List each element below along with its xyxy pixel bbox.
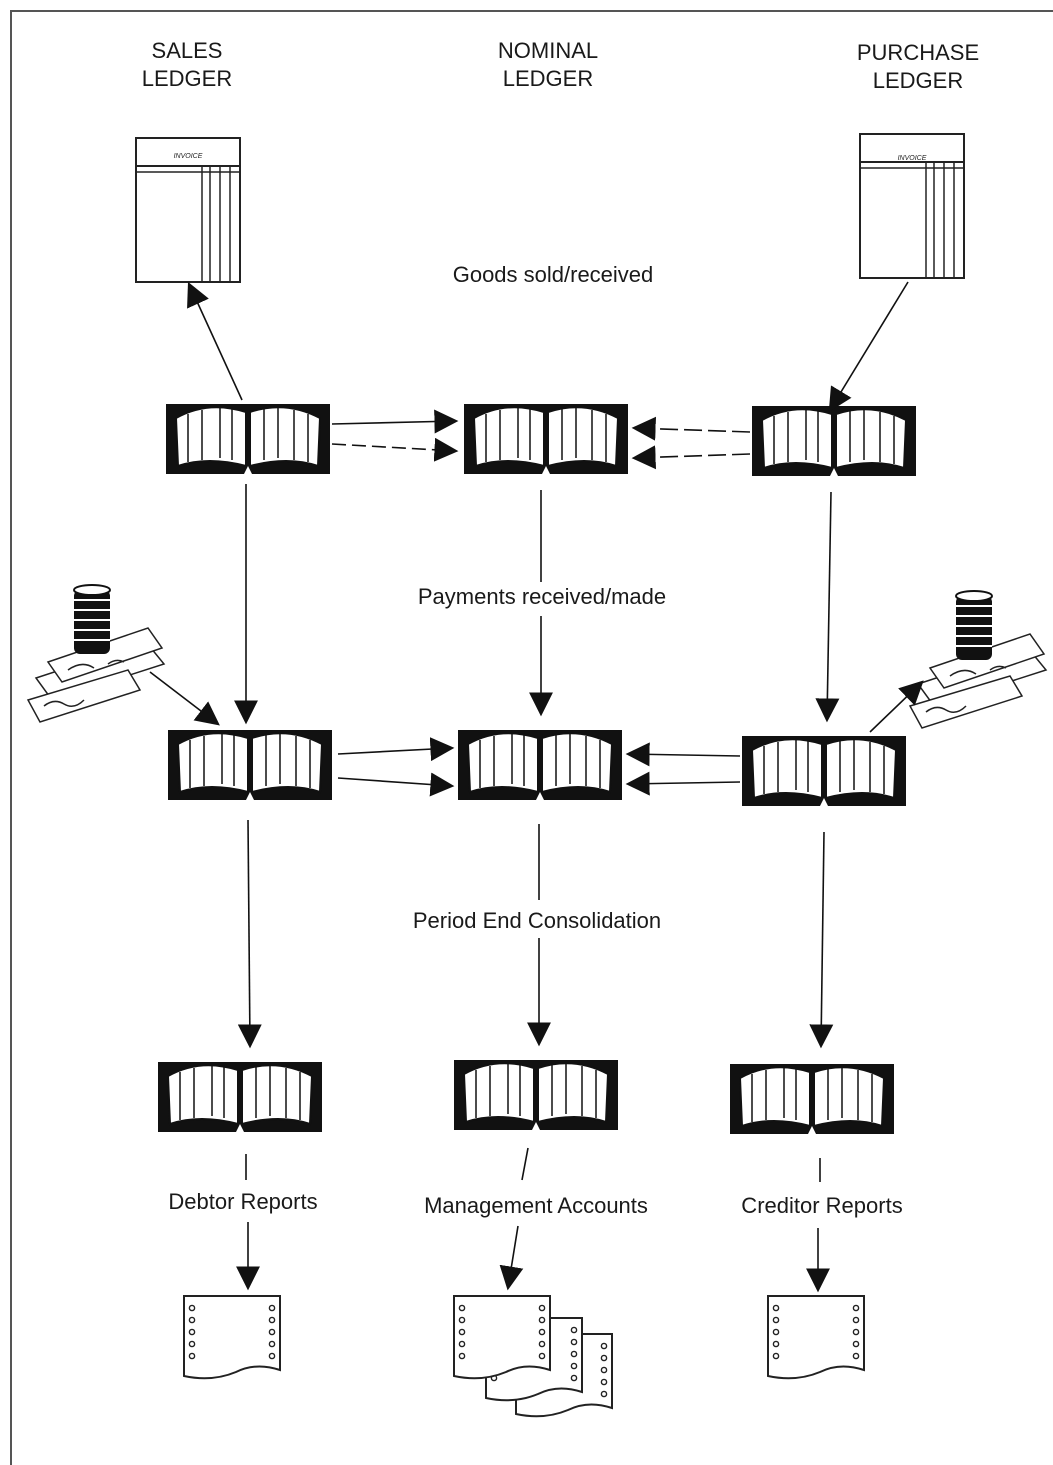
diagram-frame (10, 10, 1053, 1465)
debtor-ledger-book-icon (156, 1060, 324, 1134)
nominal-header-line2: LEDGER (502, 66, 594, 91)
purchase-ledger-header: PURCHASE LEDGER (857, 39, 979, 95)
cash-out-arrow (869, 680, 924, 733)
purchase-ledger-book-icon (750, 404, 918, 478)
purchase-invoice-arrow (828, 281, 909, 413)
nominal-header-line1: NOMINAL (497, 38, 599, 63)
purchase-to-nominal-arrow-1 (631, 416, 751, 441)
creditor-reports-label: Creditor Reports (741, 1193, 903, 1218)
cash-paid-icon (909, 590, 1047, 729)
purchase-header-line1: PURCHASE (856, 40, 980, 65)
goods-sold-received-label: Goods sold/received (452, 262, 654, 287)
purchase-header-line2: LEDGER (872, 68, 964, 93)
nominal-payments-book-icon (456, 728, 624, 802)
sales-ledger-header: SALES LEDGER (142, 37, 232, 93)
sales-header-line1: SALES (151, 38, 223, 63)
sales-down-arrow-2 (237, 819, 262, 1049)
purchase-to-nominal-payments-arrow-1 (625, 742, 741, 767)
purchase-payments-book-icon (740, 734, 908, 808)
sales-invoice-label: INVOICE (174, 153, 203, 160)
sales-to-nominal-arrow-2 (331, 437, 459, 462)
cash-received-icon (27, 584, 165, 723)
management-line (521, 1147, 529, 1181)
payments-received-made-label: Payments received/made (417, 584, 667, 609)
purchase-to-nominal-arrow-2 (631, 445, 751, 470)
debtor-reports-label: Debtor Reports (168, 1189, 318, 1214)
sales-header-line2: LEDGER (141, 66, 233, 91)
purchase-to-nominal-payments-arrow-2 (625, 771, 741, 796)
creditor-ledger-book-icon (728, 1062, 896, 1136)
nominal-ledger-book-icon (462, 402, 630, 476)
debtor-report-printout-icon (183, 1295, 281, 1380)
management-accounts-label: Management Accounts (424, 1193, 648, 1218)
management-report-arrow (499, 1225, 524, 1291)
cash-in-arrow (149, 671, 220, 726)
purchase-invoice-label: INVOICE (898, 155, 927, 162)
sales-invoice-icon: INVOICE (135, 137, 241, 283)
sales-ledger-book-icon (164, 402, 332, 476)
sales-to-nominal-payments-arrow-2 (337, 772, 455, 797)
sales-payments-book-icon (166, 728, 334, 802)
sales-to-nominal-payments-arrow-1 (337, 737, 455, 762)
purchase-invoice-icon: INVOICE (859, 133, 965, 279)
sales-to-nominal-arrow-1 (331, 409, 459, 434)
sales-invoice-arrow (187, 281, 243, 401)
nominal-ledger-header: NOMINAL LEDGER (498, 37, 598, 93)
purchase-down-arrow-2 (809, 831, 834, 1049)
management-accounts-printout-icon (453, 1295, 613, 1418)
creditor-report-printout-icon (767, 1295, 865, 1380)
purchase-down-arrow-1 (815, 491, 840, 723)
management-ledger-book-icon (452, 1058, 620, 1132)
period-end-consolidation-label: Period End Consolidation (412, 908, 662, 933)
